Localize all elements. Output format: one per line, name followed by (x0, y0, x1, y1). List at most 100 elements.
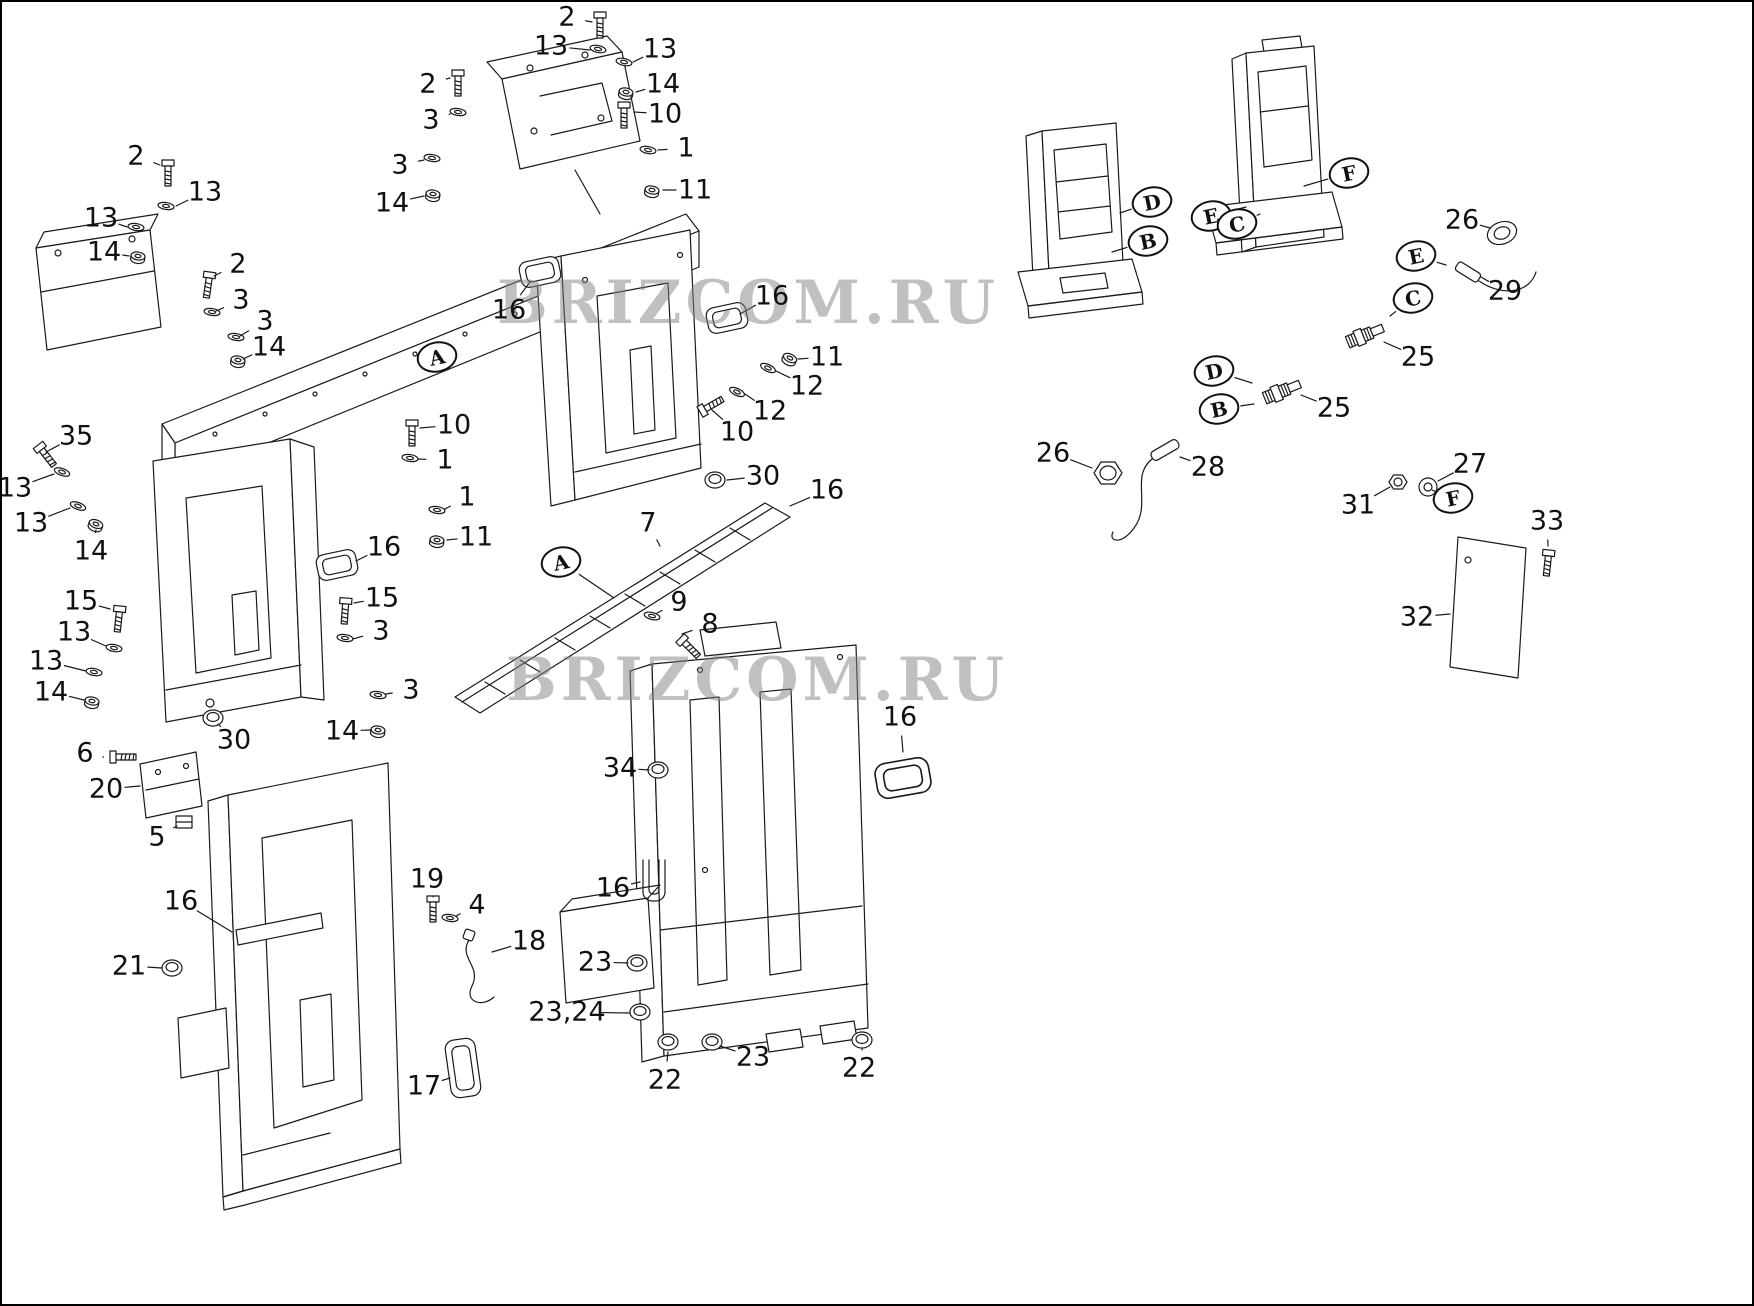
callout-25: 25 (1400, 341, 1436, 373)
callout-11: 11 (677, 174, 713, 206)
callout-28: 28 (1190, 451, 1226, 483)
callout-5: 5 (148, 821, 166, 853)
callout-14: 14 (251, 331, 287, 363)
callout-2: 2 (229, 248, 247, 280)
callout-29: 29 (1487, 275, 1523, 307)
callout-13: 13 (28, 645, 64, 677)
callout-8: 8 (701, 608, 719, 640)
callout-30: 30 (745, 460, 781, 492)
callout-13: 13 (0, 472, 33, 504)
left-mounting-bracket (35, 213, 162, 351)
bottom-left-frame-column (177, 762, 402, 1211)
callout-20: 20 (88, 773, 124, 805)
leader-lines (32, 20, 1549, 1082)
callout-16: 16 (595, 872, 631, 904)
callout-2: 2 (127, 140, 145, 172)
upper-right-column-tall (1205, 35, 1344, 256)
cable-gland-29 (1454, 261, 1537, 292)
callout-23,24: 23,24 (528, 996, 606, 1028)
callout-34: 34 (602, 752, 638, 784)
cable-channel (454, 502, 791, 714)
callout-31: 31 (1340, 489, 1376, 521)
callout-14: 14 (73, 535, 109, 567)
callout-21: 21 (111, 950, 147, 982)
right-frame-column (535, 229, 702, 507)
small-bracket-20 (139, 751, 203, 819)
callout-2: 2 (558, 1, 576, 33)
callout-33: 33 (1529, 505, 1565, 537)
callout-1: 1 (458, 481, 476, 513)
callout-14: 14 (86, 236, 122, 268)
callout-13: 13 (13, 507, 49, 539)
cable-assembly-28 (1111, 439, 1180, 541)
callout-10: 10 (436, 409, 472, 441)
connector-25-bottom (1261, 375, 1304, 407)
callout-16: 16 (163, 885, 199, 917)
callout-11: 11 (458, 521, 494, 553)
callout-3: 3 (372, 615, 390, 647)
u-clip-16 (642, 859, 666, 902)
hex-nut-31 (1388, 474, 1408, 490)
callout-1: 1 (436, 444, 454, 476)
callout-30: 30 (216, 724, 252, 756)
callout-2: 2 (419, 68, 437, 100)
callout-11: 11 (809, 341, 845, 373)
callout-25: 25 (1316, 392, 1352, 424)
callout-3: 3 (232, 284, 250, 316)
callout-16: 16 (366, 531, 402, 563)
callout-6: 6 (76, 737, 94, 769)
callout-15: 15 (364, 582, 400, 614)
left-frame-column (152, 438, 325, 723)
callout-14: 14 (33, 676, 69, 708)
callout-16: 16 (491, 294, 527, 326)
upper-right-column-small (1017, 122, 1144, 319)
callout-16: 16 (754, 280, 790, 312)
callout-22: 22 (841, 1052, 877, 1084)
side-plate-32 (1449, 536, 1527, 679)
bottom-center-frame-column (559, 621, 869, 1063)
callout-3: 3 (422, 104, 440, 136)
cover-plate-17 (444, 1037, 482, 1099)
callout-16: 16 (882, 701, 918, 733)
callout-14: 14 (374, 187, 410, 219)
callout-9: 9 (670, 586, 688, 618)
callout-26: 26 (1444, 204, 1480, 236)
callout-32: 32 (1399, 601, 1435, 633)
callout-10: 10 (647, 98, 683, 130)
callout-13: 13 (83, 202, 119, 234)
callout-4: 4 (468, 889, 486, 921)
callout-1: 1 (677, 132, 695, 164)
connector-25-top (1344, 319, 1387, 351)
callout-35: 35 (58, 420, 94, 452)
callout-3: 3 (391, 149, 409, 181)
callout-15: 15 (63, 585, 99, 617)
callout-13: 13 (533, 30, 569, 62)
ring-nut-26-top (1486, 220, 1518, 246)
callout-13: 13 (642, 33, 678, 65)
callout-13: 13 (187, 176, 223, 208)
callout-13: 13 (56, 616, 92, 648)
washer-27 (1418, 477, 1438, 497)
top-mounting-bracket (486, 35, 641, 215)
callout-3: 3 (256, 305, 274, 337)
callout-23: 23 (577, 946, 613, 978)
callout-18: 18 (511, 925, 547, 957)
callout-14: 14 (645, 68, 681, 100)
cable-18 (462, 928, 495, 1004)
callout-12: 12 (752, 395, 788, 427)
callout-26: 26 (1035, 437, 1071, 469)
callout-16: 16 (809, 474, 845, 506)
callout-7: 7 (639, 507, 657, 539)
callout-10: 10 (719, 416, 755, 448)
callout-23: 23 (735, 1041, 771, 1073)
callout-3: 3 (402, 674, 420, 706)
clip-5 (175, 815, 193, 829)
callout-12: 12 (789, 370, 825, 402)
callout-19: 19 (409, 863, 445, 895)
callout-22: 22 (647, 1064, 683, 1096)
hex-nut-26-bottom (1093, 461, 1123, 485)
callout-17: 17 (406, 1070, 442, 1102)
callout-27: 27 (1452, 448, 1488, 480)
